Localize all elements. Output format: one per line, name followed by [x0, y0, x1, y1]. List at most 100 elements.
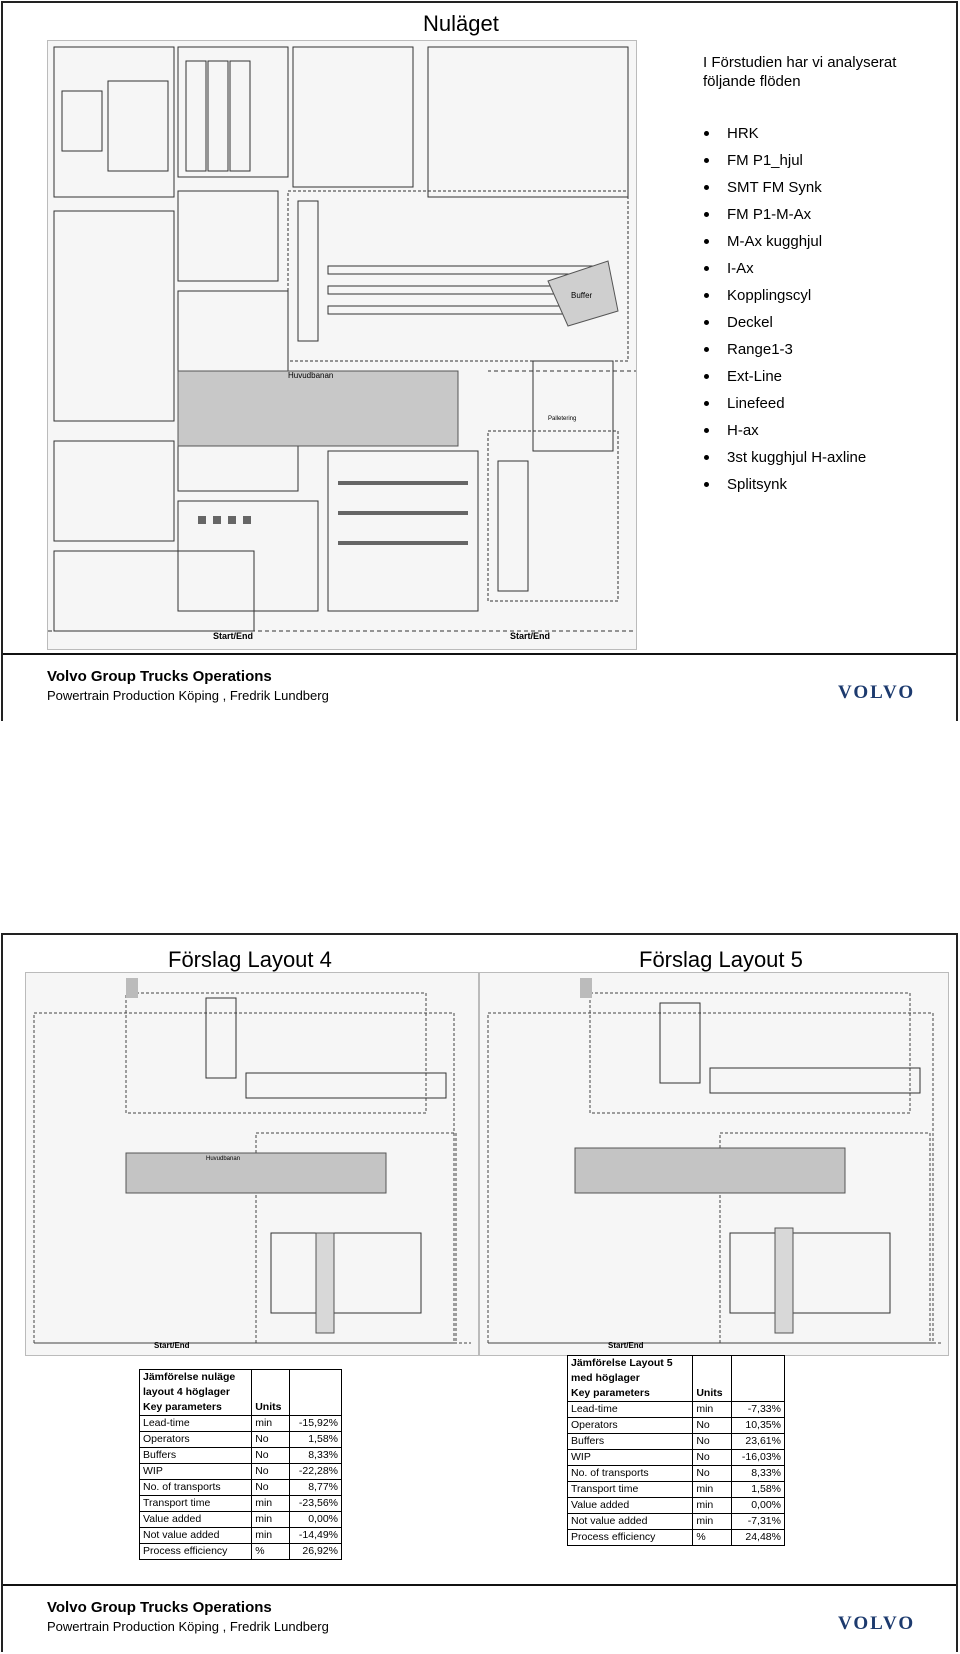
- flow-name: SMT FM Synk: [727, 179, 822, 196]
- flow-list-item: Kopplingscyl: [703, 286, 866, 313]
- flow-list-item: HRK: [703, 124, 866, 151]
- bullet-icon: [704, 428, 709, 433]
- bullet-icon: [704, 239, 709, 244]
- footer-subtitle: Powertrain Production Köping , Fredrik L…: [47, 688, 329, 703]
- unit-cell: min: [692, 1497, 732, 1514]
- flow-list-item: FM P1-M-Ax: [703, 205, 866, 232]
- bullet-icon: [704, 455, 709, 460]
- value-cell: 24,48%: [730, 1529, 785, 1546]
- parameter-cell: Process efficiency: [139, 1543, 252, 1560]
- parameter-cell: Buffers: [567, 1433, 693, 1450]
- parameter-cell: Not value added: [139, 1527, 252, 1544]
- flow-list-item: 3st kugghjul H-axline: [703, 448, 866, 475]
- plan-label-pallet: Palletering: [548, 416, 577, 422]
- floor-plan-current: Huvudbanan Buffer Palletering Start/End …: [47, 40, 637, 650]
- unit-cell: No: [692, 1449, 732, 1466]
- table-cell: [692, 1355, 732, 1371]
- bullet-icon: [704, 374, 709, 379]
- table-row: layout 4 höglager: [140, 1385, 342, 1400]
- flow-list-item: Linefeed: [703, 394, 866, 421]
- value-cell: -22,28%: [288, 1463, 342, 1480]
- table-cell: [288, 1385, 342, 1400]
- bullet-icon: [704, 320, 709, 325]
- parameter-cell: Buffers: [139, 1447, 252, 1464]
- flow-name: Range1-3: [727, 341, 793, 358]
- value-cell: -7,33%: [730, 1401, 785, 1418]
- unit-cell: No: [692, 1433, 732, 1450]
- parameter-cell: No. of transports: [139, 1479, 252, 1496]
- flow-name: M-Ax kugghjul: [727, 233, 823, 250]
- table-cell: [730, 1355, 785, 1371]
- footer-subtitle: Powertrain Production Köping , Fredrik L…: [47, 1619, 329, 1634]
- table-title: med höglager: [571, 1372, 640, 1384]
- footer-org: Volvo Group Trucks Operations: [47, 1599, 272, 1616]
- slide-layout-proposals: Förslag Layout 4 Förslag Layout 5 Huvudb…: [1, 933, 958, 1652]
- parameter-cell: Value added: [139, 1511, 252, 1528]
- flow-name: Kopplingscyl: [727, 287, 812, 304]
- flow-list-item: H-ax: [703, 421, 866, 448]
- parameter-cell: No. of transports: [567, 1465, 693, 1482]
- bullet-icon: [704, 401, 709, 406]
- value-cell: 26,92%: [288, 1543, 342, 1560]
- plan-label-start-end-right: Start/End: [510, 631, 551, 641]
- flow-list-item: Splitsynk: [703, 475, 866, 502]
- unit-cell: No: [251, 1463, 290, 1480]
- table-row: Jämförelse nuläge: [140, 1369, 342, 1385]
- flow-list-item: M-Ax kugghjul: [703, 232, 866, 259]
- slide-current-state: Nuläget: [1, 1, 958, 721]
- parameter-cell: Lead-time: [139, 1415, 252, 1432]
- bullet-icon: [704, 185, 709, 190]
- unit-cell: min: [251, 1511, 290, 1528]
- flow-list-item: Deckel: [703, 313, 866, 340]
- unit-cell: min: [692, 1401, 732, 1418]
- unit-cell: No: [251, 1431, 290, 1448]
- column-header-parameter: Key parameters: [567, 1386, 693, 1402]
- unit-cell: min: [692, 1513, 732, 1530]
- table-cell: [288, 1400, 342, 1416]
- title-layout-4: Förslag Layout 4: [168, 947, 332, 972]
- unit-cell: No: [692, 1417, 732, 1434]
- flow-name: I-Ax: [727, 260, 754, 277]
- parameter-cell: Transport time: [567, 1481, 693, 1498]
- flow-name: FM P1-M-Ax: [727, 206, 812, 223]
- flow-name: HRK: [727, 125, 759, 142]
- table-row: Jämförelse Layout 5: [568, 1355, 785, 1371]
- table-cell: [251, 1369, 290, 1385]
- floor-plan-layout-5: Start/End: [479, 972, 949, 1356]
- value-cell: 1,58%: [288, 1431, 342, 1448]
- table-cell: [730, 1371, 785, 1386]
- plan-label-start-end-left: Start/End: [213, 631, 254, 641]
- bullet-icon: [704, 158, 709, 163]
- bullet-icon: [704, 293, 709, 298]
- flow-name: Linefeed: [727, 395, 785, 412]
- value-cell: 8,33%: [288, 1447, 342, 1464]
- bullet-icon: [704, 212, 709, 217]
- value-cell: -15,92%: [288, 1415, 342, 1432]
- column-header-units: Units: [251, 1400, 290, 1416]
- intro-text: I Förstudien har vi analyserat följande …: [703, 54, 897, 90]
- table-row: Process efficiency%24,48%: [567, 1529, 785, 1546]
- value-cell: -14,49%: [288, 1527, 342, 1544]
- flow-list-item: FM P1_hjul: [703, 151, 866, 178]
- value-cell: 23,61%: [730, 1433, 785, 1450]
- floor-plan-drawing: [48, 46, 636, 632]
- parameter-cell: Lead-time: [567, 1401, 693, 1418]
- value-cell: -7,31%: [730, 1513, 785, 1530]
- flow-name: Ext-Line: [727, 368, 783, 385]
- unit-cell: No: [692, 1465, 732, 1482]
- bullet-icon: [704, 131, 709, 136]
- flow-name: 3st kugghjul H-axline: [727, 449, 867, 466]
